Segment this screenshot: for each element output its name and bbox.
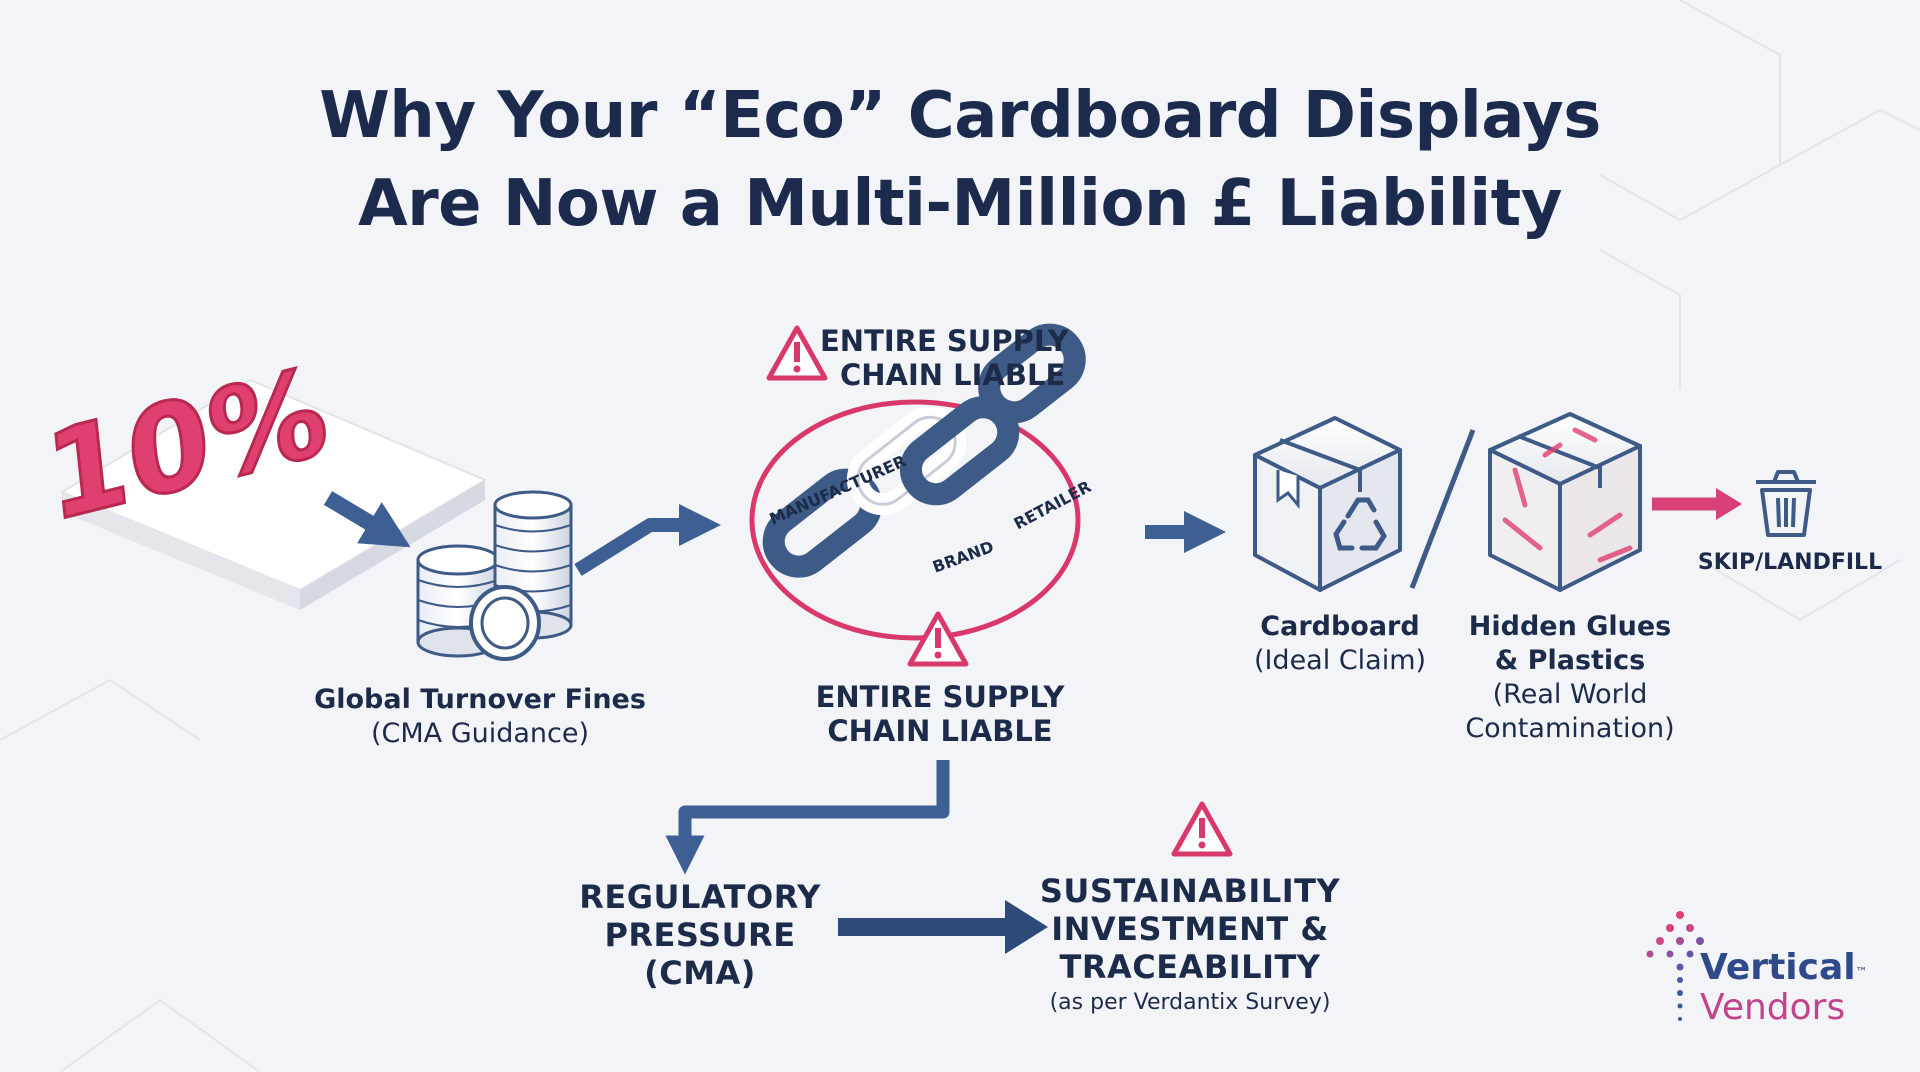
recycle-box-icon: [1253, 416, 1402, 592]
logo-line-2: Vendors: [1700, 987, 1846, 1028]
bottom-warning-label: ENTIRE SUPPLY CHAIN LIABLE: [805, 680, 1075, 748]
contamination-label-line-2: & Plastics: [1494, 645, 1646, 676]
logo-tm: ™: [1855, 965, 1868, 979]
top-warning-label: ENTIRE SUPPLY CHAIN LIABLE: [820, 324, 1070, 392]
arrow-icon: [323, 491, 411, 548]
cardboard-label-group: Cardboard (Ideal Claim): [1220, 610, 1460, 678]
warning-icon: [907, 611, 969, 667]
title-line-2: Are Now a Multi-Million £ Liability: [358, 167, 1562, 241]
top-warning-line-2: CHAIN LIABLE: [840, 358, 1066, 392]
link-label-manufacturer: MANUFACTURER: [767, 451, 909, 528]
fines-label-group: Global Turnover Fines (CMA Guidance): [310, 683, 650, 751]
bottom-warning-line-1: ENTIRE SUPPLY: [815, 680, 1065, 714]
title-line-1: Why Your “Eco” Cardboard Displays: [319, 79, 1601, 153]
landfill-label: SKIP/LANDFILL: [1697, 550, 1883, 575]
cardboard-label: Cardboard: [1260, 611, 1420, 642]
contaminated-box-icon: [1488, 412, 1642, 592]
arrow-head: [1716, 488, 1742, 520]
arrow-icon: [574, 504, 721, 576]
contamination-label-line-1: Hidden Glues: [1468, 611, 1672, 642]
link-label-retailer: RETAILER: [1011, 477, 1095, 534]
regulatory-line-3: (CMA): [644, 954, 756, 992]
page-title: Why Your “Eco” Cardboard Displays Are No…: [160, 72, 1760, 248]
bottom-warning-line-2: CHAIN LIABLE: [827, 714, 1053, 748]
arrow-head: [1005, 900, 1048, 954]
contamination-sublabel-line-2: Contamination): [1465, 713, 1675, 744]
contamination-sublabel-line-1: (Real World: [1492, 679, 1648, 710]
divider: [1409, 429, 1476, 589]
coin-stack-icon: [416, 490, 573, 661]
link-label-brand: BRAND: [930, 537, 996, 577]
fines-label: Global Turnover Fines: [314, 684, 646, 715]
warning-icon: [1171, 801, 1233, 857]
sustainability-line-3: TRACEABILITY: [1059, 948, 1321, 986]
supply-chain-ring: [749, 399, 1081, 641]
cardboard-sublabel: (Ideal Claim): [1253, 645, 1427, 676]
arrow-icon: [665, 760, 950, 875]
warning-icon: [766, 325, 828, 381]
chain-icon: [762, 323, 1086, 578]
sustainability-line-2: INVESTMENT &: [1051, 910, 1329, 948]
top-warning-line-1: ENTIRE SUPPLY: [820, 324, 1069, 358]
contamination-label-group: Hidden Glues & Plastics (Real World Cont…: [1430, 610, 1710, 746]
regulatory-line-1: REGULATORY: [579, 878, 821, 916]
logo-mark: [1646, 911, 1704, 1021]
regulatory-label-group: REGULATORY PRESSURE (CMA): [560, 878, 840, 992]
sustainability-line-1: SUSTAINABILITY: [1039, 872, 1341, 910]
logo: Vertical™ Vendors: [1700, 948, 1868, 1028]
fines-sublabel: (CMA Guidance): [370, 718, 590, 749]
trash-bin-icon: [1756, 470, 1816, 537]
landfill-label-group: SKIP/LANDFILL: [1685, 546, 1895, 580]
regulatory-line-2: PRESSURE: [604, 916, 796, 954]
sustainability-label-group: SUSTAINABILITY INVESTMENT & TRACEABILITY…: [1030, 872, 1350, 1018]
logo-line-1: Vertical: [1700, 947, 1856, 988]
sustainability-note: (as per Verdantix Survey): [1049, 990, 1331, 1015]
